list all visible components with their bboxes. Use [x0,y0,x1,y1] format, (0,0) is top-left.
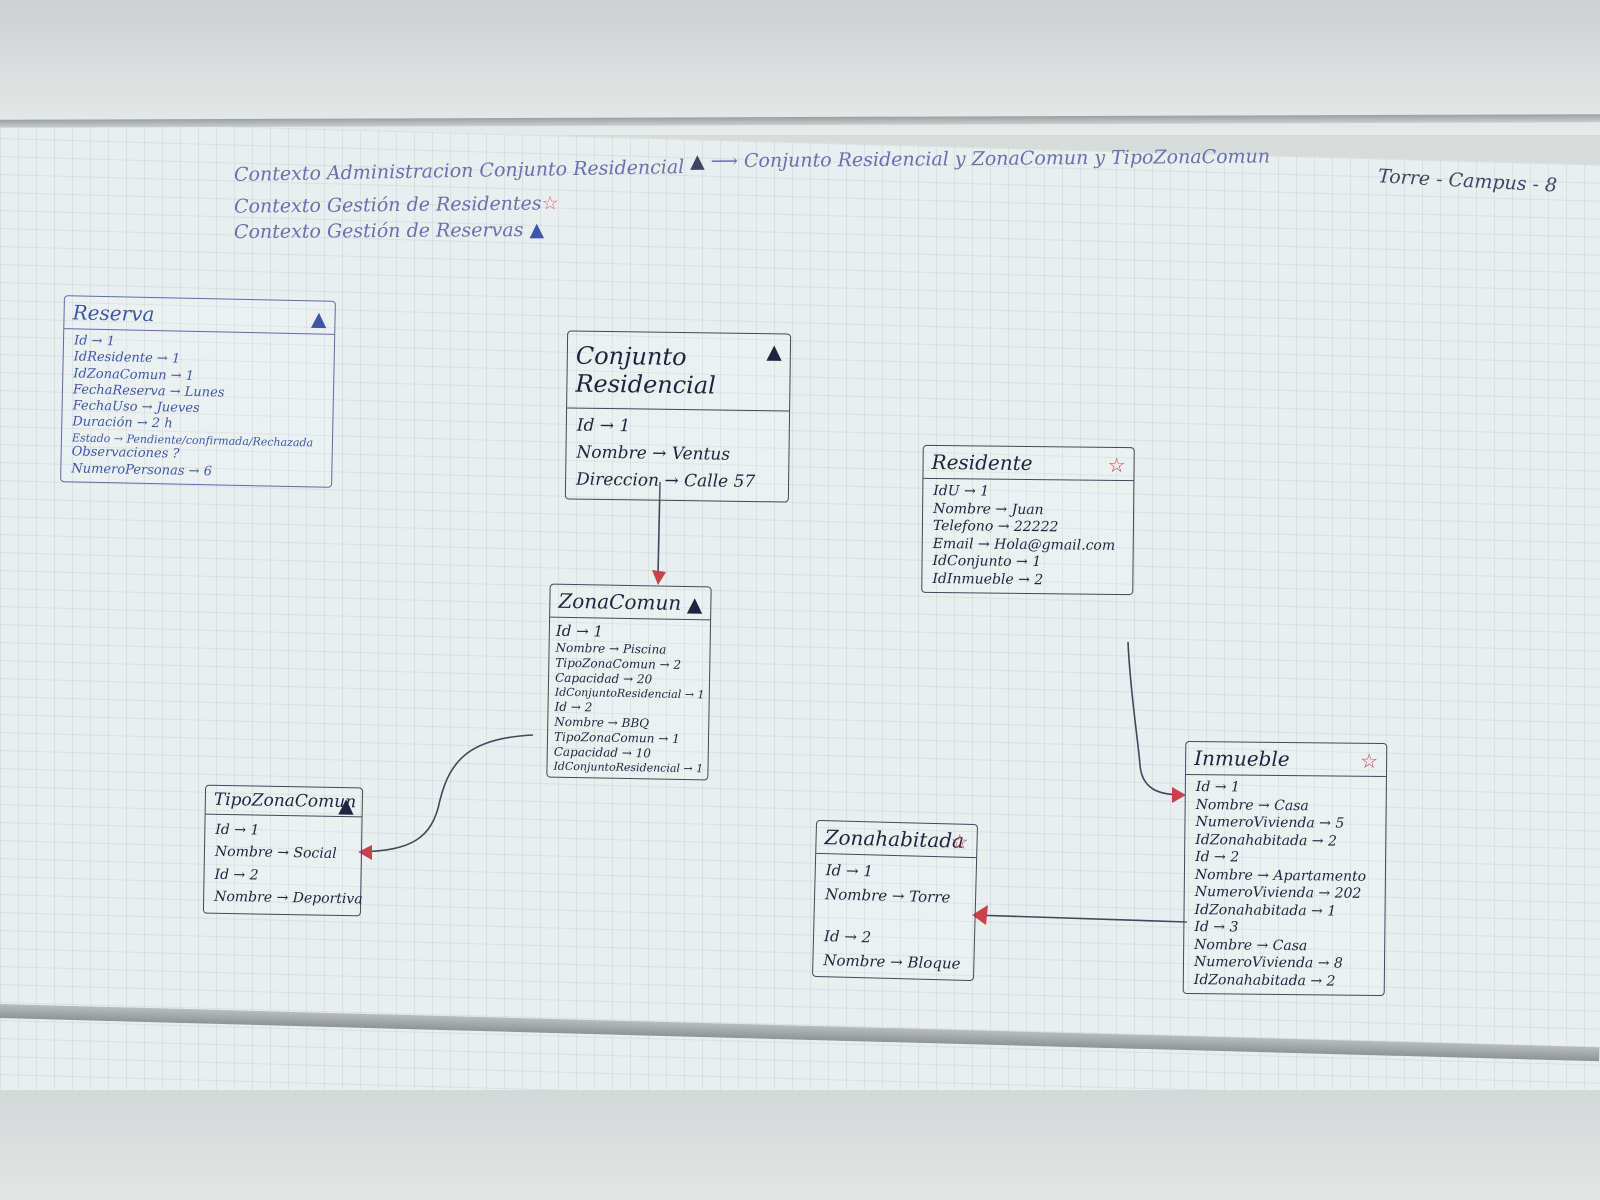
attribute: Nombre → Torre [824,885,951,907]
attribute: Nombre → Juan [933,500,1044,518]
entity-zona-habitada: Zonahabitada ☆ Id → 1 Nombre → Torre Id … [811,819,979,982]
connector-inmueble-zonahabitada [973,914,1188,923]
star-icon: ☆ [1360,748,1379,773]
entity-reserva: Reserva ▲ Id → 1 IdResidente → 1 IdZonaC… [60,295,336,488]
attribute: IdConjunto → 1 [932,553,1042,571]
entity-attributes: Id → 1 Nombre → Ventus Direccion → Calle… [566,408,789,501]
entity-conjunto-header: Conjunto Residencial ▲ [567,331,791,412]
attribute: Nombre → Apartamento [1194,866,1367,885]
entity-title: TipoZonaComun [213,789,357,813]
entity-conjunto-residencial: Conjunto Residencial ▲ Id → 1 Nombre → V… [564,330,792,503]
attribute: Telefono → 22222 [932,518,1059,536]
entity-title: ZonaComun [558,588,682,615]
triangle-icon: ▲ [338,792,355,818]
entity-zona-habitada-header: Zonahabitada ☆ [816,820,978,859]
entity-title: Conjunto Residencial [575,341,717,400]
wall-bottom [0,1090,1600,1200]
entity-attributes: Id → 1 Nombre → Piscina TipoZonaComun → … [547,618,710,780]
connector-residente-inmueble [1127,641,1184,796]
attribute: NumeroVivienda → 8 [1193,954,1343,972]
entity-zona-comun: ZonaComun ▲ Id → 1 Nombre → Piscina Tipo… [546,583,712,781]
entity-attributes: Id → 1 Nombre → Torre Id → 2 Nombre → Bl… [813,854,976,980]
star-icon: ☆ [950,829,969,854]
entity-attributes: Id → 1 Nombre → Casa NumeroVivienda → 5 … [1184,775,1386,995]
entity-attributes: Id → 1 IdResidente → 1 IdZonaComun → 1 F… [61,329,334,486]
entity-attributes: Id → 1 Nombre → Social Id → 2 Nombre → D… [204,815,363,915]
attribute: Id → 1 [215,821,260,839]
attribute: IdZonahabitada → 2 [1193,971,1336,990]
wall-background [0,0,1600,135]
entity-reserva-header: Reserva ▲ [64,296,335,335]
arrowhead-icon [1172,787,1186,803]
entity-attributes: IdU → 1 Nombre → Juan Telefono → 22222 E… [922,479,1133,594]
attribute: IdZonahabitada → 1 [1194,901,1337,920]
triangle-icon: ▲ [310,306,327,331]
attribute: Nombre → Casa [1195,796,1309,814]
arrowhead-icon [972,905,988,925]
attribute: Nombre → Deportiva [214,888,363,908]
attribute: Direccion → Calle 57 [575,469,756,493]
triangle-icon: ▲ [766,339,783,364]
entity-tipo-zona-comun: TipoZonaComun ▲ Id → 1 Nombre → Social I… [202,784,364,916]
attribute: NumeroVivienda → 5 [1195,814,1345,832]
attribute: Id → 2 [823,927,872,947]
attribute: NumeroVivienda → 202 [1194,884,1362,902]
attribute: IdU → 1 [933,483,990,500]
attribute: Nombre → Bloque [823,951,961,973]
entity-title: Reserva [72,300,155,327]
attribute: Id → 1 [576,415,631,437]
arrowhead-icon [652,570,666,585]
attribute: Nombre → Casa [1194,936,1308,954]
entity-zona-comun-header: ZonaComun ▲ [550,584,711,621]
attribute: IdZonahabitada → 2 [1195,831,1338,850]
entity-inmueble: Inmueble ☆ Id → 1 Nombre → Casa NumeroVi… [1182,740,1388,997]
attribute: Email → Hola@gmail.com [932,535,1116,554]
attribute: Id → 1 [825,861,874,881]
attribute: Id → 2 [214,866,259,884]
attribute: Id → 1 [555,621,604,641]
entity-tipo-zona-header: TipoZonaComun ▲ [205,785,363,818]
entity-residente-header: Residente ☆ [923,445,1134,482]
attribute: IdConjuntoResidencial → 1 [553,759,704,775]
attribute: IdInmueble → 2 [932,570,1044,588]
entity-residente: Residente ☆ IdU → 1 Nombre → Juan Telefo… [921,444,1135,596]
attribute: Id → 2 [1195,849,1240,866]
attribute: Id → 3 [1194,919,1239,936]
connector-zona-tipo [361,734,534,853]
star-icon: ☆ [1107,452,1126,478]
entity-title: Zonahabitada [824,825,965,853]
attribute: Nombre → Ventus [576,442,731,465]
attribute: Nombre → Social [214,844,337,863]
entity-title: Residente [931,449,1033,476]
entity-inmueble-header: Inmueble ☆ [1185,741,1387,778]
triangle-icon: ▲ [686,592,703,617]
entity-title: Inmueble [1194,746,1290,772]
arrowhead-icon [358,845,372,860]
connector-conjunto-zona [657,481,661,576]
attribute: Id → 1 [1195,779,1240,796]
